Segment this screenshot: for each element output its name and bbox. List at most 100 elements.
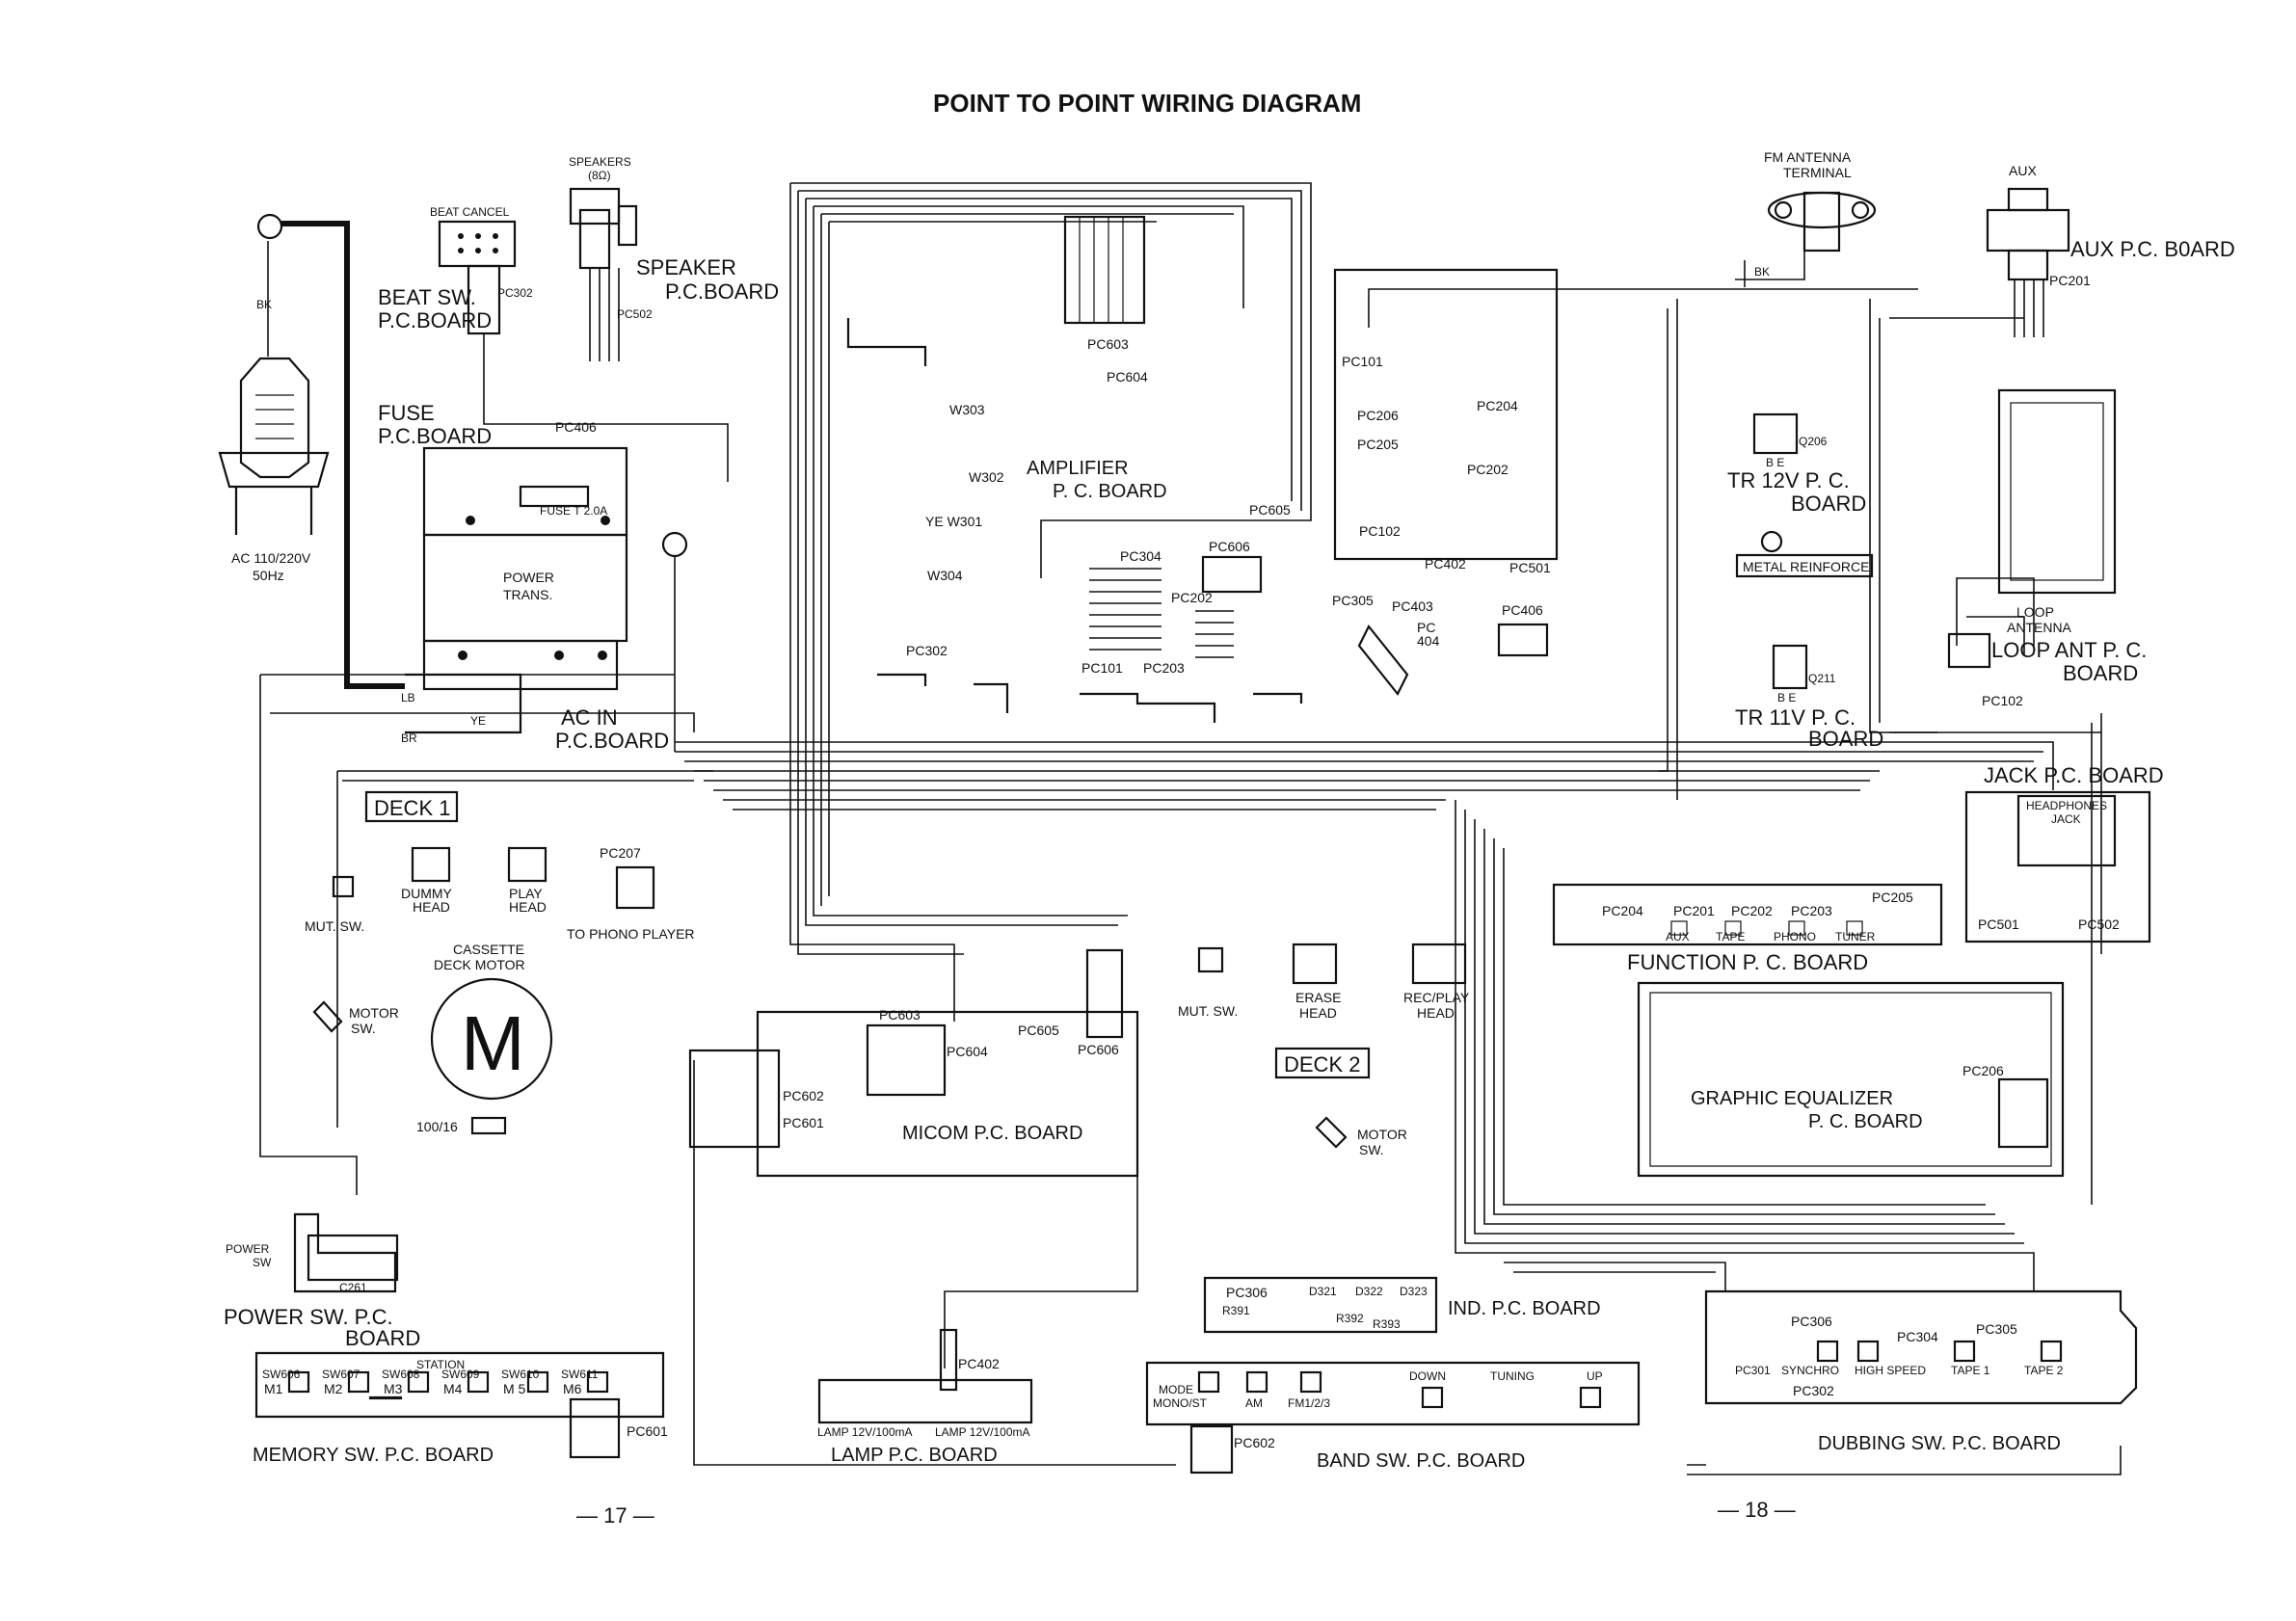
power-sw-board-title-1: POWER SW. P.C. (224, 1305, 393, 1329)
play-head-label-2: HEAD (509, 899, 547, 915)
diagram-title: POINT TO POINT WIRING DIAGRAM (933, 89, 1361, 118)
band-key-am: AM (1245, 1396, 1263, 1410)
connector-pc306: PC306 (1791, 1314, 1832, 1329)
deck1-section: DECK 1 DUMMY HEAD PLAY HEAD MUT. SW. PC2… (305, 790, 695, 1135)
connector-pc102: PC102 (1982, 693, 2023, 708)
connector-pc601: PC601 (627, 1423, 668, 1439)
connector-pc606: PC606 (1078, 1042, 1119, 1057)
graphic-eq-title-2: P. C. BOARD (1808, 1111, 1923, 1132)
rec-play-head-label: REC/PLAY (1403, 990, 1470, 1005)
motor-symbol: M (461, 1000, 525, 1086)
loop-antenna-label: LOOP (2016, 604, 2054, 620)
connector-pc502: PC502 (617, 307, 653, 321)
resistor-r392: R392 (1336, 1312, 1364, 1325)
input-phono: PHONO (1774, 930, 1816, 943)
connector-c261: C261 (339, 1281, 367, 1294)
connector-pc201: PC201 (1673, 903, 1715, 918)
tr12v-transistor: Q206 (1799, 435, 1828, 448)
connector-pc602: PC602 (783, 1088, 824, 1103)
ac-in-board-title-2: P.C.BOARD (555, 729, 669, 753)
connector-pc603: PC603 (879, 1007, 921, 1023)
tr-boards: Q206 B E TR 12V P. C. BOARD METAL REINFO… (1727, 412, 1883, 751)
tuner-section: PC101 PC206 PC205 PC204 PC202 PC102 PC40… (1332, 268, 1559, 697)
lamp-board: PC402 LAMP 12V/100mA LAMP 12V/100mA LAMP… (817, 1328, 1033, 1466)
ind-board-title: IND. P.C. BOARD (1448, 1298, 1601, 1319)
connector-pc202: PC202 (1731, 903, 1773, 918)
dubbing-key-synchro: SYNCHRO (1781, 1364, 1839, 1377)
fm-antenna-label-2: TERMINAL (1783, 165, 1852, 180)
connector-pc207: PC207 (600, 845, 641, 861)
tr11v-board-title-1: TR 11V P. C. (1735, 705, 1855, 730)
connector-pc605: PC605 (1018, 1023, 1059, 1038)
connector-pc205: PC205 (1872, 890, 1913, 905)
connector-w301: YE W301 (925, 514, 982, 529)
band-sw-board-title: BAND SW. P.C. BOARD (1317, 1450, 1525, 1472)
beat-sw-board-title-2: P.C.BOARD (378, 308, 492, 332)
wire-label: BR (401, 731, 417, 745)
dubbing-key-highspeed: HIGH SPEED (1855, 1364, 1926, 1377)
memory-key-box (586, 1370, 609, 1394)
power-sw-label: POWER (226, 1242, 270, 1256)
connector-pc406-center: PC406 (1502, 602, 1543, 618)
connector-w304: W304 (927, 568, 963, 583)
deck1-label: DECK 1 (374, 796, 450, 820)
page-number-left: — 17 — (576, 1503, 654, 1528)
band-key-mode: MODE (1159, 1383, 1193, 1396)
power-section: FUSE P.C.BOARD PC406 FUSE T 2.0A POWER T… (378, 401, 688, 753)
connector-pc603-top: PC603 (1087, 336, 1129, 352)
band-sw-board: MODE MONO/ST AM FM1/2/3 DOWN TUNING UP P… (1145, 1361, 1641, 1475)
ac-in-board-title-1: AC IN (561, 705, 618, 730)
deck2-section: MUT. SW. ERASE HEAD REC/PLAY HEAD DECK 2… (1178, 943, 1470, 1157)
memory-sw-id: SW606 (262, 1368, 301, 1381)
erase-head-label: ERASE (1295, 990, 1341, 1005)
connector-w303: W303 (949, 402, 985, 417)
aux-board: AUX AUX P.C. B0ARD PC201 (1986, 163, 2235, 337)
aux-board-title: AUX P.C. B0ARD (2070, 237, 2235, 261)
function-board-title: FUNCTION P. C. BOARD (1627, 950, 1868, 974)
power-sw-board: POWER SW C261 POWER SW. P.C. BOARD (224, 1212, 420, 1350)
band-key-up: UP (1587, 1369, 1603, 1383)
connector-pc201-aux: PC201 (2049, 273, 2091, 288)
memory-key-label: M4 (443, 1381, 463, 1396)
dummy-head-label-2: HEAD (413, 899, 450, 915)
connector-pc305: PC305 (1976, 1321, 2017, 1337)
memory-sw-id: SW608 (382, 1368, 420, 1381)
connector-pc206-top: PC206 (1357, 408, 1399, 423)
connector-pc302: PC302 (497, 286, 533, 300)
input-tape: TAPE (1716, 930, 1745, 943)
speaker-board-title-2: P.C.BOARD (665, 279, 779, 304)
graphic-eq-board: GRAPHIC EQUALIZER P. C. BOARD PC206 (1637, 981, 2065, 1178)
motor-sw-label-2: SW. (351, 1021, 376, 1036)
tr11v-pins: B E (1777, 691, 1796, 704)
memory-key-label: M6 (563, 1381, 582, 1396)
connector-pc304: PC304 (1897, 1329, 1938, 1344)
erase-head-label-2: HEAD (1299, 1005, 1337, 1021)
connector-pc302-dub: PC302 (1793, 1383, 1834, 1398)
connector-pc602-band: PC602 (1234, 1435, 1275, 1450)
lamp-board-title: LAMP P.C. BOARD (831, 1445, 998, 1466)
tr11v-board-title-2: BOARD (1808, 727, 1883, 751)
memory-key-label: M 5 (503, 1381, 526, 1396)
to-phono-label: TO PHONO PLAYER (567, 926, 695, 942)
amplifier-board-title-2: P. C. BOARD (1053, 481, 1167, 502)
led-d323: D323 (1400, 1285, 1428, 1298)
headphones-label: HEADPHONES (2026, 799, 2107, 812)
band-key-monost: MONO/ST (1153, 1396, 1208, 1410)
connector-pc501-top: PC501 (1509, 560, 1551, 575)
page-number-right: — 18 — (1718, 1498, 1796, 1522)
wire-label: LB (401, 691, 415, 704)
connector-pc402-top: PC402 (1425, 556, 1466, 571)
connector-pc101-amp: PC101 (1081, 660, 1123, 676)
lamp1-rating: LAMP 12V/100mA (817, 1425, 913, 1439)
power-trans-label: POWER (503, 570, 554, 585)
connector-pc404: PC (1417, 620, 1435, 635)
memory-key-box (287, 1370, 310, 1394)
tr12v-board-title-2: BOARD (1791, 492, 1866, 516)
loop-ant-board-title-1: LOOP ANT P. C. (1991, 638, 2147, 662)
connector-pc402-lamp: PC402 (958, 1356, 1000, 1371)
ac-freq-label: 50Hz (253, 568, 284, 583)
speaker-board: SPEAKERS (8Ω) SPEAKER P.C.BOARD PC502 (569, 155, 779, 361)
function-board: PC204 PC201 PC202 PC203 PC205 AUX TAPE P… (1552, 883, 1943, 974)
micom-board: PC602 PC601 PC603 PC604 PC605 PC606 MICO… (688, 948, 1139, 1178)
